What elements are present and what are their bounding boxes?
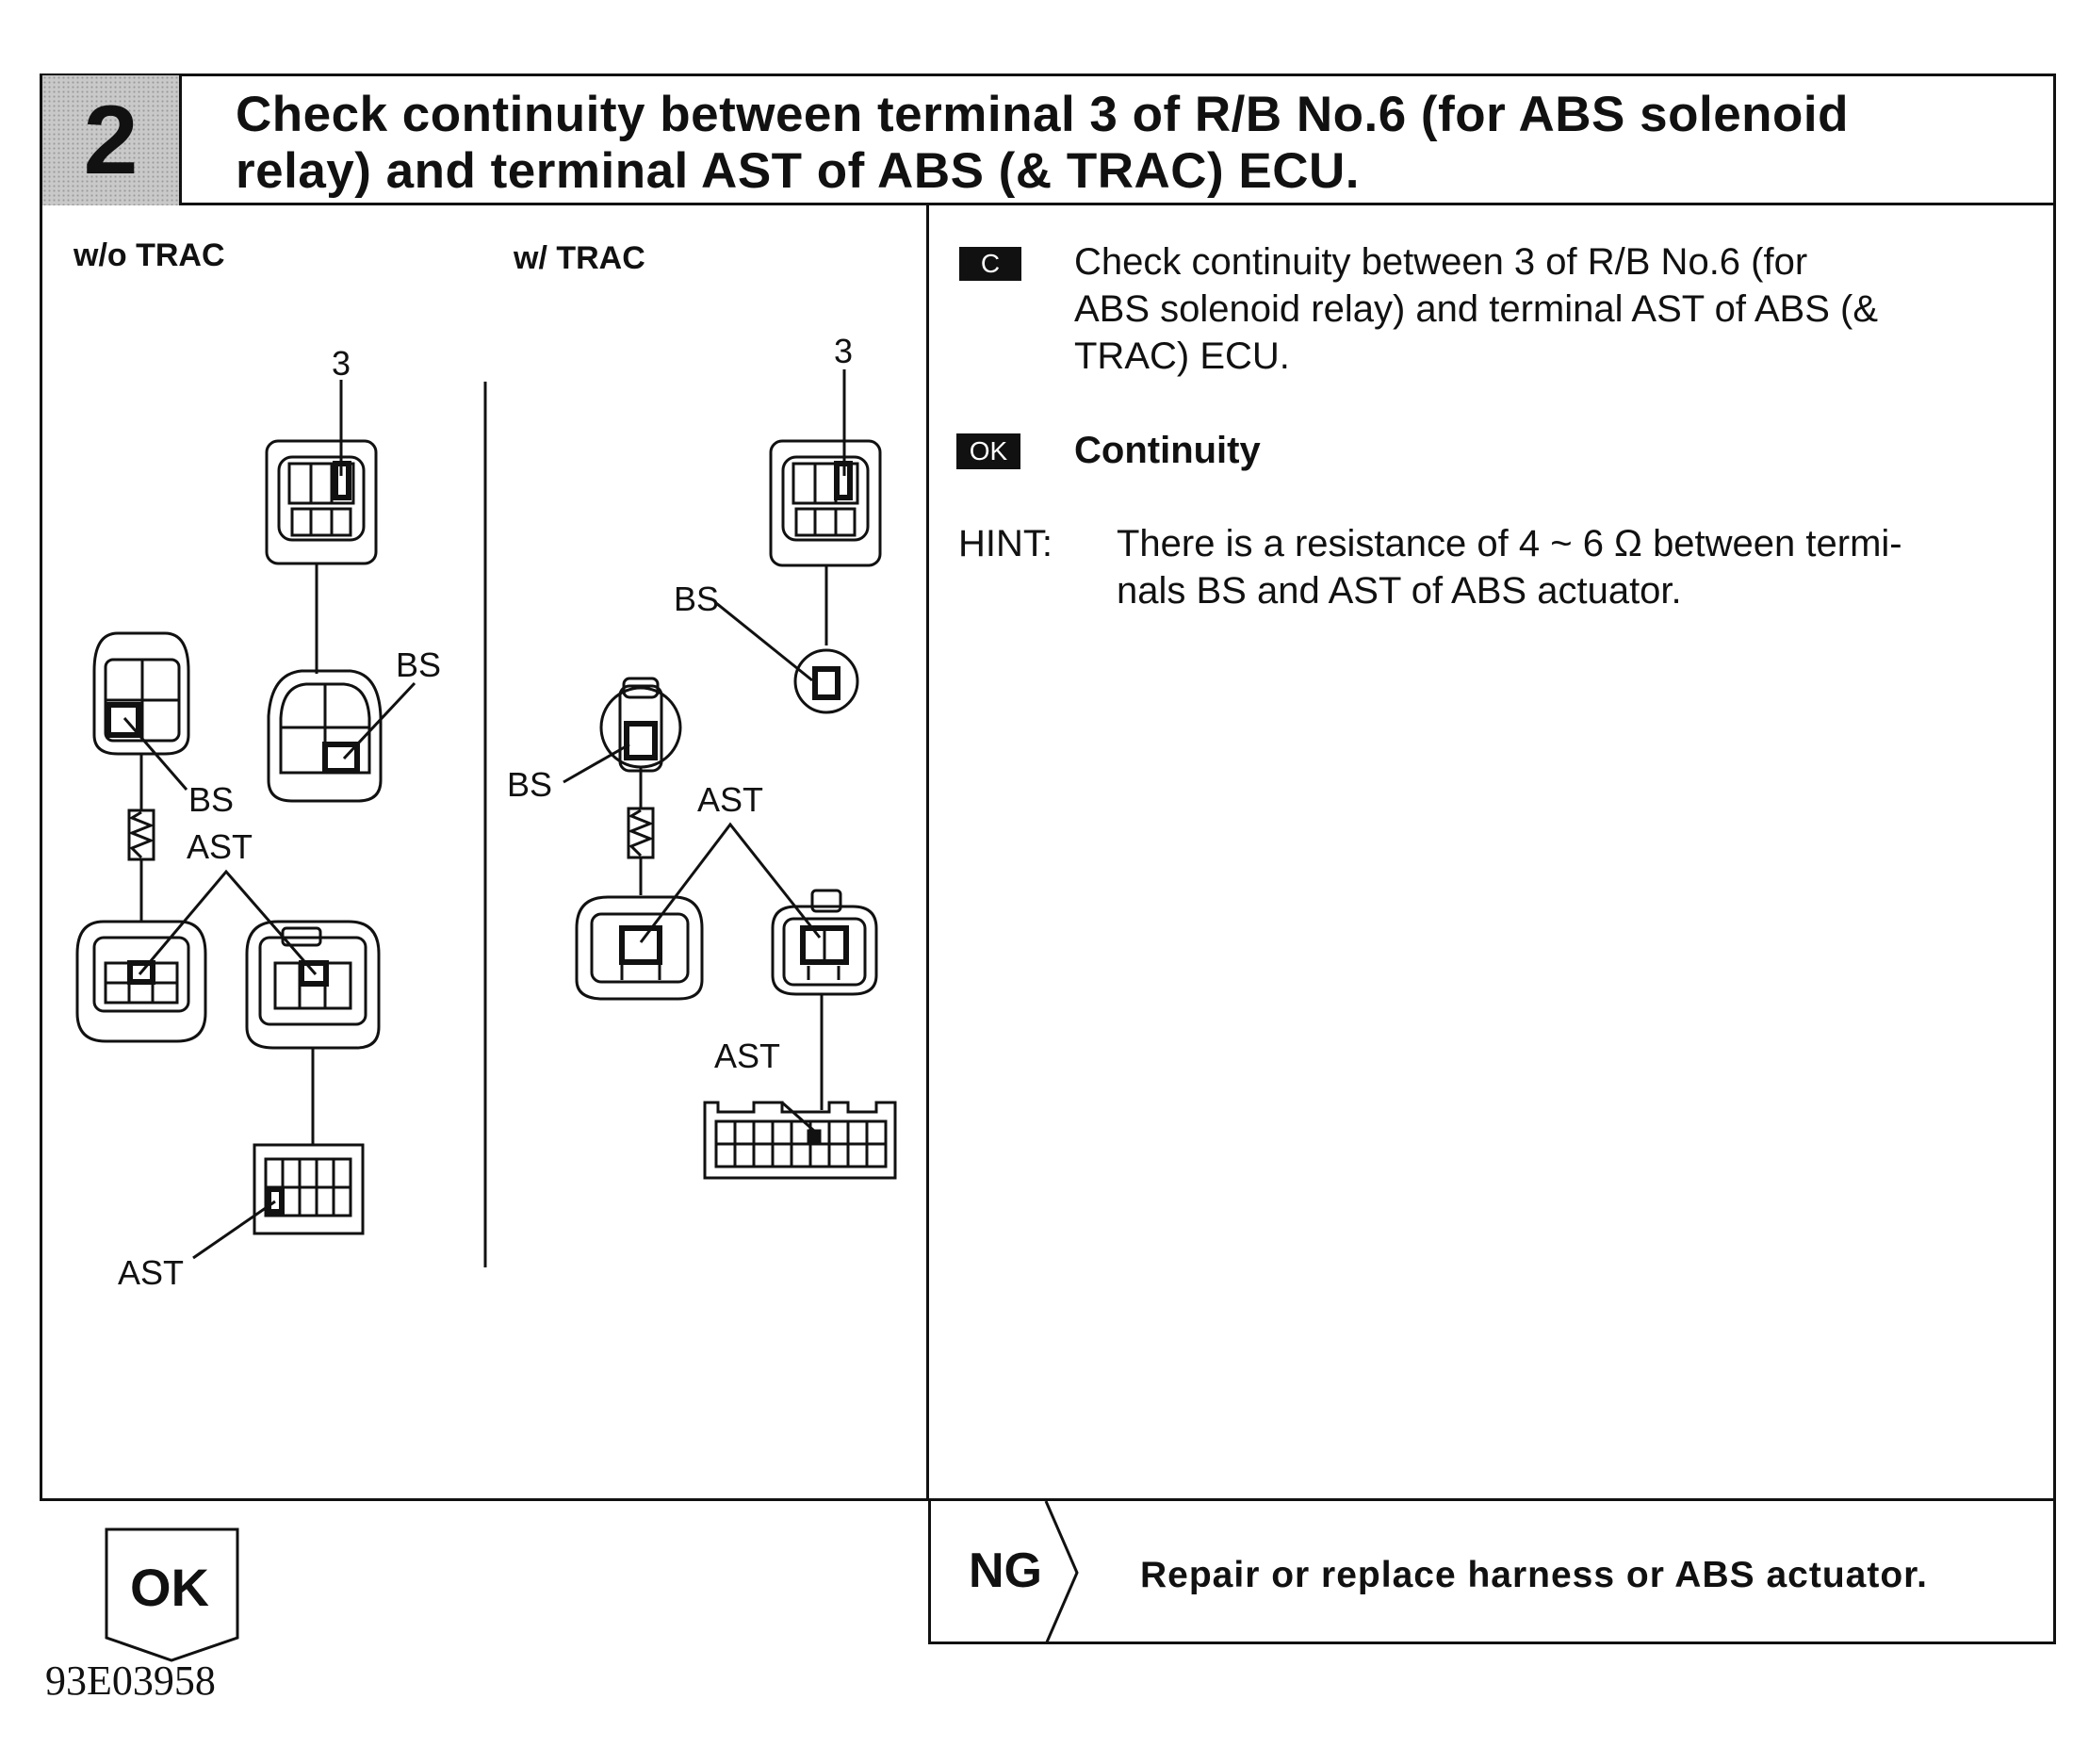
hint-line-1: There is a resistance of 4 ~ 6 Ω between… — [1117, 523, 1902, 564]
rb-no6-connector-left — [265, 439, 378, 565]
rb-no6-connector-right — [769, 439, 882, 567]
label-bs-left-lower: BS — [188, 780, 235, 819]
check-instruction: Check continuity between 3 of R/B No.6 (… — [1074, 238, 2016, 380]
bs-connector-left-upper — [267, 669, 383, 803]
hint-line-2: nals BS and AST of ABS actuator. — [1117, 570, 1682, 612]
ecu-connector-right — [703, 1101, 897, 1180]
title-divider — [40, 203, 2056, 205]
hint-label: HINT: — [958, 523, 1053, 564]
ok-result: Continuity — [1074, 430, 1261, 471]
heading-without-trac: w/o TRAC — [73, 237, 225, 273]
heading-with-trac: w/ TRAC — [514, 240, 645, 276]
column-divider — [926, 203, 929, 1501]
bs-connector-right-round — [793, 648, 859, 714]
label-terminal-3-left: 3 — [332, 344, 351, 383]
label-terminal-3-right: 3 — [834, 332, 854, 370]
label-bs-left-upper: BS — [396, 645, 442, 684]
ecu-connector-left — [253, 1143, 365, 1235]
label-ast-right-bottom: AST — [714, 1037, 781, 1075]
label-ast-left-bottom: AST — [118, 1253, 185, 1292]
hint-text: There is a resistance of 4 ~ 6 Ω between… — [1117, 520, 2049, 614]
ng-arrow-divider — [1044, 1501, 1079, 1644]
ok-label: OK — [130, 1558, 209, 1617]
check-line-2: ABS solenoid relay) and terminal AST of … — [1074, 288, 1879, 330]
step-title: Check continuity between terminal 3 of R… — [236, 87, 2045, 200]
ng-action: Repair or replace harness or ABS actuato… — [1140, 1555, 1929, 1595]
ok-arrow-box — [105, 1527, 239, 1662]
resistor-symbol-left — [127, 808, 155, 861]
label-ast-right-mid: AST — [697, 780, 764, 819]
resistor-symbol-right — [627, 807, 655, 859]
check-line-1: Check continuity between 3 of R/B No.6 (… — [1074, 241, 1808, 283]
check-line-3: TRAC) ECU. — [1074, 335, 1290, 377]
figure-code: 93E03958 — [45, 1658, 216, 1704]
bs-connector-right-left — [599, 677, 682, 773]
ast-connector-right-b — [771, 889, 878, 996]
check-tag: C — [959, 247, 1021, 281]
procedure-frame — [40, 74, 2056, 1501]
label-bs-right-upper: BS — [674, 580, 720, 618]
ok-tag: OK — [956, 433, 1020, 469]
label-ast-left-mid: AST — [187, 827, 253, 866]
label-bs-right-lower: BS — [507, 765, 553, 804]
ast-connector-right-a — [575, 895, 704, 1001]
ng-box — [928, 1501, 2056, 1644]
title-line-2: relay) and terminal AST of ABS (& TRAC) … — [236, 143, 1361, 199]
ast-connector-left-b — [245, 920, 381, 1050]
step-number: 2 — [42, 75, 182, 205]
ast-connector-left-a — [75, 920, 207, 1043]
ng-label: NG — [969, 1544, 1042, 1598]
title-line-1: Check continuity between terminal 3 of R… — [236, 87, 1850, 142]
connector-diagram — [75, 369, 897, 1267]
